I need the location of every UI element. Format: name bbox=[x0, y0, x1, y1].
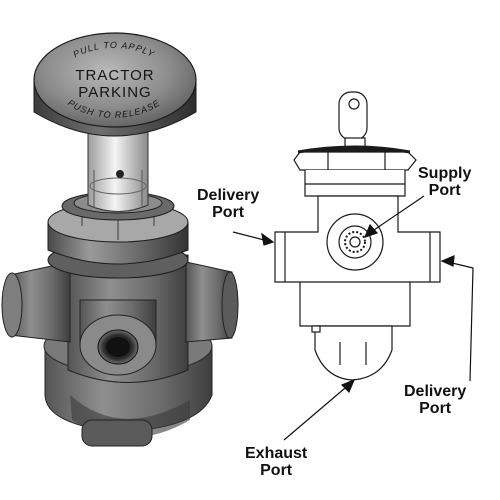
drawing-neck bbox=[304, 170, 406, 197]
knob-line2: PARKING bbox=[78, 84, 151, 101]
supply-port-fitting bbox=[326, 213, 384, 271]
arrow-exhaust bbox=[340, 378, 356, 394]
valve-line-drawing bbox=[274, 91, 441, 381]
leader-delivery-left bbox=[232, 231, 269, 242]
knob-line1: TRACTOR bbox=[75, 67, 154, 84]
drawing-lower-body bbox=[314, 325, 393, 381]
left-port-boss bbox=[1, 261, 71, 343]
leader-lines bbox=[232, 195, 474, 441]
leader-supply bbox=[370, 195, 425, 233]
arrow-delivery-left bbox=[261, 232, 275, 246]
right-port-boss bbox=[185, 261, 239, 343]
plunger-stem bbox=[87, 124, 149, 212]
parking-knob: PULL TO APPLY TRACTOR PARKING PUSH TO RE… bbox=[33, 32, 197, 137]
arrow-delivery-right bbox=[440, 255, 455, 267]
leader-delivery-right bbox=[447, 261, 474, 382]
drawing-nut bbox=[293, 151, 417, 171]
valve-photo-illustration: PULL TO APPLY TRACTOR PARKING PUSH TO RE… bbox=[1, 32, 239, 447]
arrow-supply bbox=[363, 223, 379, 238]
leader-exhaust bbox=[283, 382, 352, 441]
front-port bbox=[79, 299, 157, 376]
